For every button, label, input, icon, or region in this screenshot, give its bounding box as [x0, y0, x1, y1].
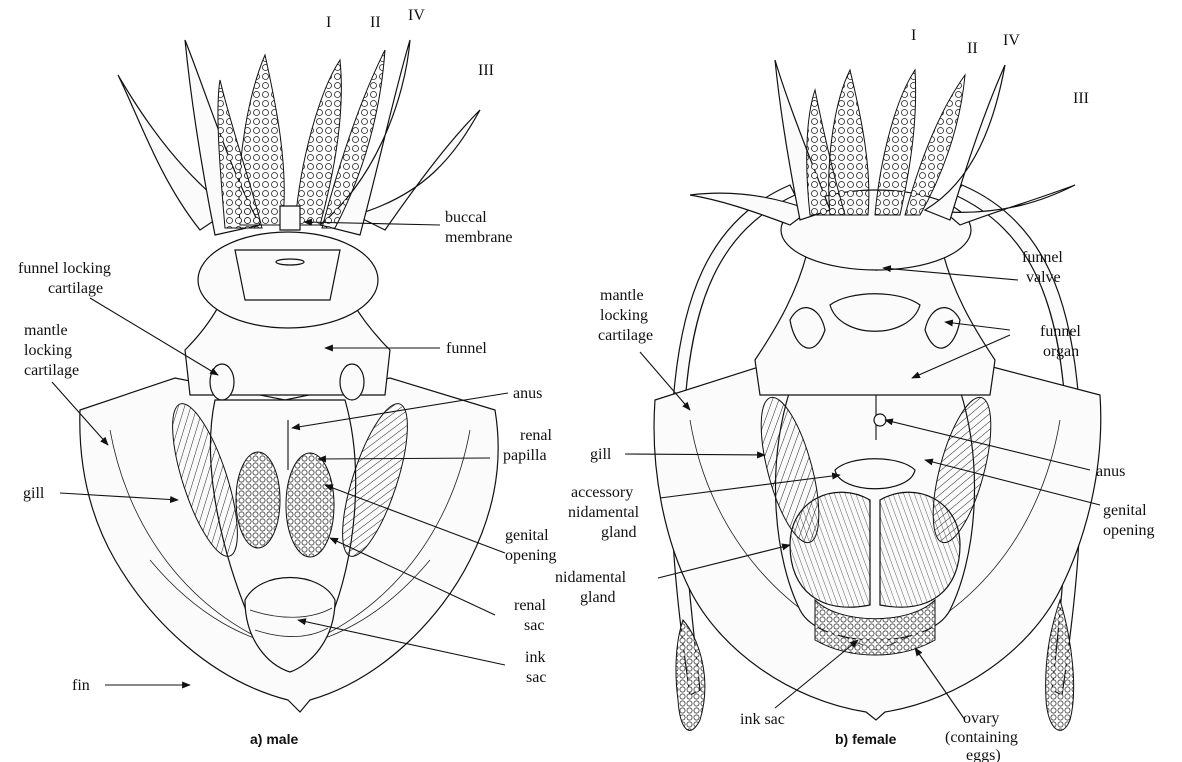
male-renal-sac-right — [286, 453, 334, 557]
male-label-genital-2: opening — [505, 547, 557, 564]
female-label-genital-1: genital — [1103, 502, 1147, 519]
female-arms — [690, 60, 1075, 225]
female-label-ink-sac: ink sac — [740, 711, 785, 728]
male-label-mantle-locking-3: cartilage — [24, 362, 79, 379]
male-specimen: I II IV III buccal membrane funnel locki… — [18, 7, 557, 747]
female-label-funnel-valve-2: valve — [1026, 269, 1061, 286]
male-caption: a) male — [250, 731, 298, 747]
female-label-accessory-3: gland — [601, 524, 637, 541]
female-label-funnel-organ-2: organ — [1043, 343, 1079, 360]
male-renal-sac-left — [236, 452, 280, 548]
male-label-fin: fin — [72, 677, 90, 694]
female-label-funnel-organ-1: funnel — [1040, 323, 1081, 340]
male-label-mantle-locking-1: mantle — [24, 322, 68, 339]
female-label-mantle-locking-3: cartilage — [598, 327, 653, 344]
male-label-anus: anus — [513, 385, 542, 402]
female-label-accessory-1: accessory — [571, 484, 633, 501]
female-label-ovary-2: (containing — [945, 729, 1018, 746]
female-arm-label-ii: II — [967, 40, 978, 57]
male-label-renal-sac-2: sac — [524, 617, 544, 634]
female-specimen: I II IV III funnel valve mantle locking … — [555, 27, 1155, 762]
male-arms — [118, 40, 480, 235]
male-label-buccal-2: membrane — [445, 229, 513, 246]
male-arm-label-ii: II — [370, 14, 381, 31]
male-label-ink-sac-1: ink — [525, 649, 545, 666]
male-label-mantle-locking-2: locking — [24, 342, 72, 359]
female-arm-label-iv: IV — [1003, 32, 1020, 49]
male-arm-label-iii: III — [478, 62, 494, 79]
female-arm-label-iii: III — [1073, 90, 1089, 107]
male-label-buccal-1: buccal — [445, 209, 487, 226]
male-arm-label-iv: IV — [408, 7, 425, 24]
female-label-nidamental-1: nidamental — [555, 569, 627, 586]
female-label-gill: gill — [590, 446, 612, 463]
female-label-mantle-locking-1: mantle — [600, 287, 644, 304]
male-label-renal-sac-1: renal — [514, 597, 547, 614]
female-caption: b) female — [835, 731, 897, 747]
male-label-genital-1: genital — [505, 527, 549, 544]
female-label-ovary-1: ovary — [963, 710, 999, 727]
female-label-ovary-3: eggs) — [966, 747, 1001, 762]
female-label-genital-2: opening — [1103, 522, 1155, 539]
male-label-ink-sac-2: sac — [526, 669, 546, 686]
male-label-funnel-locking-1: funnel locking — [18, 260, 111, 277]
female-label-anus: anus — [1096, 463, 1125, 480]
male-label-funnel: funnel — [446, 340, 487, 357]
male-label-renal-papilla-1: renal — [520, 427, 553, 444]
female-label-mantle-locking-2: locking — [600, 307, 648, 324]
female-label-nidamental-2: gland — [580, 589, 616, 606]
male-label-gill: gill — [23, 485, 45, 502]
male-label-renal-papilla-2: papilla — [503, 447, 547, 464]
male-arm-label-i: I — [326, 14, 331, 31]
male-label-funnel-locking-2: cartilage — [48, 280, 103, 297]
female-label-accessory-2: nidamental — [568, 504, 640, 521]
female-label-funnel-valve-1: funnel — [1022, 249, 1063, 266]
female-arm-label-i: I — [911, 27, 916, 44]
